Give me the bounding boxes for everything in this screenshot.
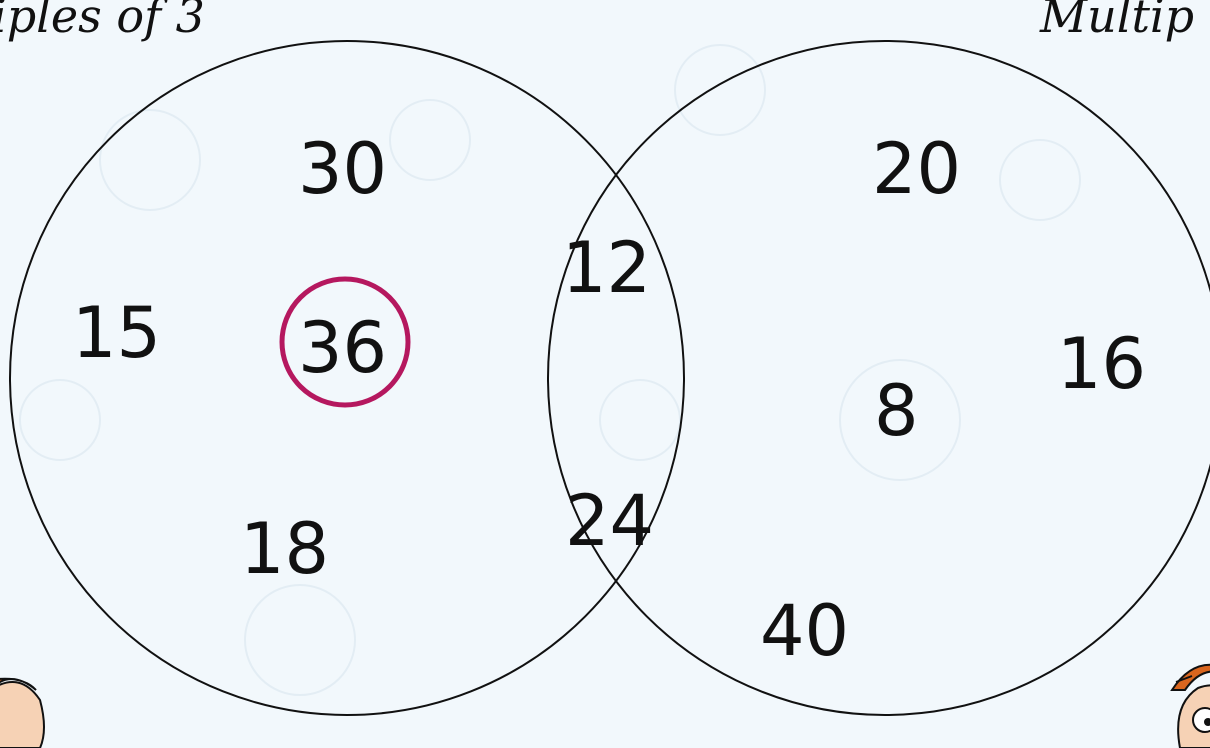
number-40: 40 <box>760 590 849 672</box>
number-15: 15 <box>72 292 161 374</box>
number-24: 24 <box>565 480 654 562</box>
right-set-label: Multip <box>1039 0 1194 43</box>
number-16: 16 <box>1057 323 1146 405</box>
number-12: 12 <box>562 227 651 309</box>
number-8: 8 <box>874 370 919 452</box>
number-36: 36 <box>298 307 387 389</box>
left-set-label: iples of 3 <box>0 0 205 43</box>
cartoon-character-right <box>1172 665 1210 748</box>
number-30: 30 <box>298 128 387 210</box>
number-18: 18 <box>240 508 329 590</box>
cartoon-character-left <box>0 679 44 748</box>
number-20: 20 <box>872 128 961 210</box>
